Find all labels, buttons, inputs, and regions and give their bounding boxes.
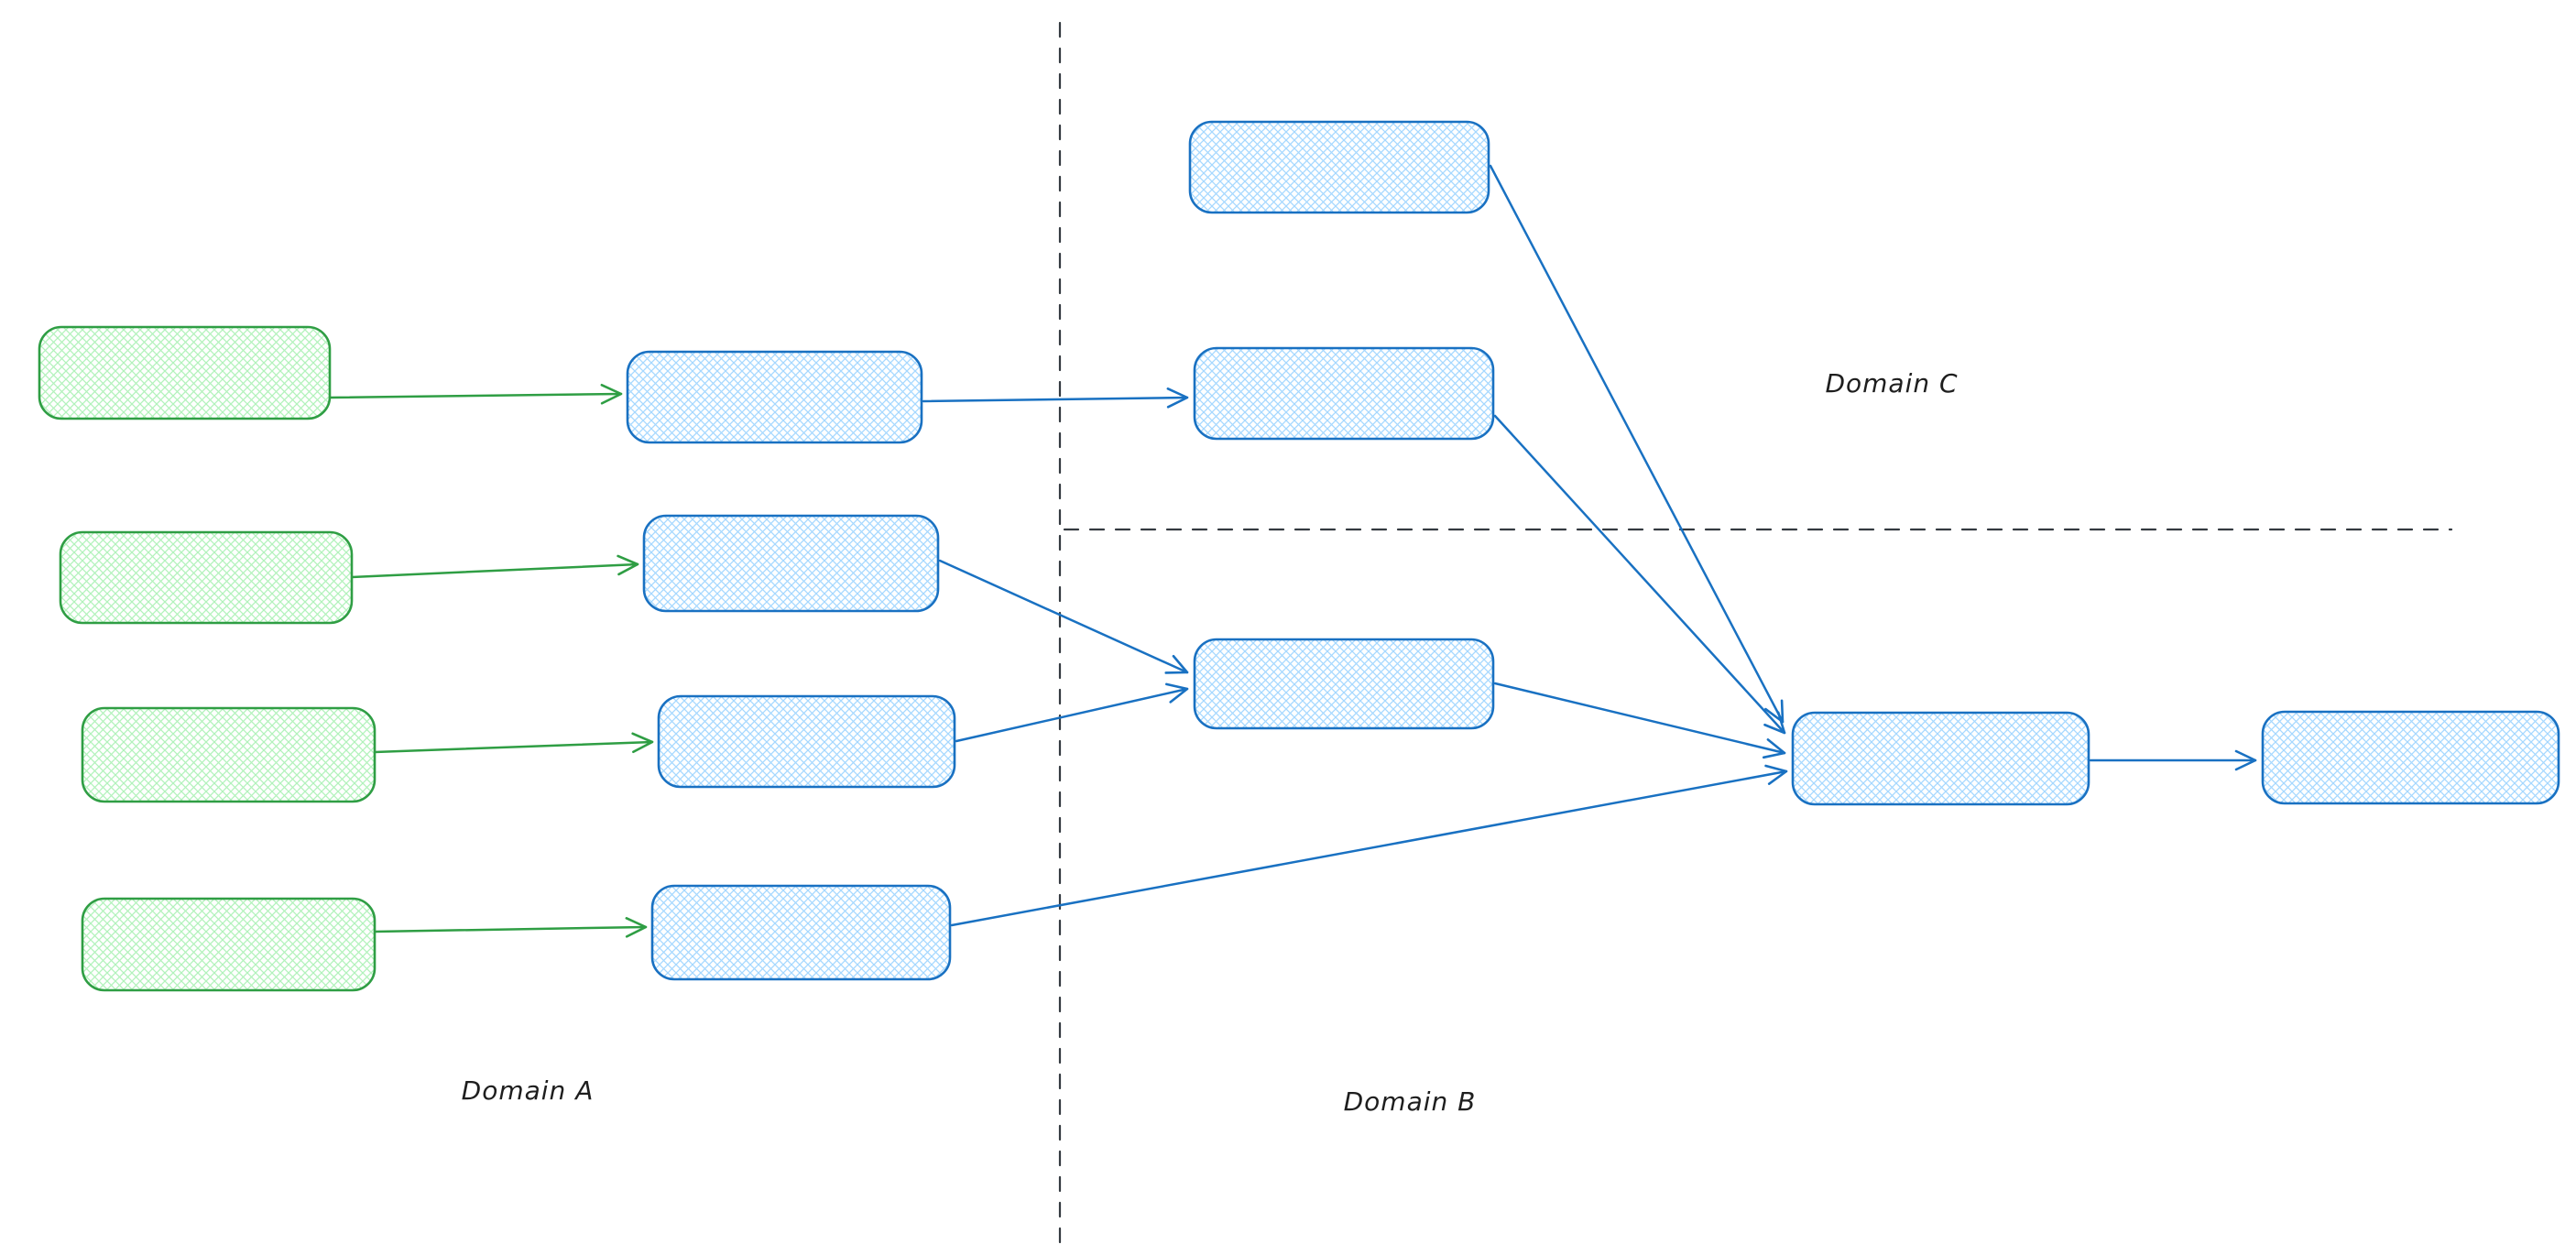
blue-box-c2-node xyxy=(1193,346,1495,441)
arrow-blue-c2-sink xyxy=(1493,414,1786,735)
domain-c-label: Domain C xyxy=(1825,368,1958,398)
arrow-blue-a4-sink xyxy=(950,764,1788,927)
arrow-green-3 xyxy=(373,732,654,754)
blue-box-sink-node xyxy=(1791,711,2090,806)
blue-box-b1-node xyxy=(1193,638,1495,730)
arrow-green-1 xyxy=(328,383,623,405)
green-box-1-node xyxy=(38,325,332,420)
domain-b-label: Domain B xyxy=(1344,1086,1477,1117)
green-box-3-node xyxy=(81,706,377,803)
arrow-green-2 xyxy=(350,554,639,579)
green-box-2-node xyxy=(59,530,354,625)
arrow-blue-c1-sink xyxy=(1489,164,1785,724)
blue-box-output-node xyxy=(2261,710,2560,805)
arrow-blue-a2-b1 xyxy=(938,559,1189,674)
domain-a-label: Domain A xyxy=(462,1075,595,1106)
arrow-blue-a1-c2 xyxy=(922,387,1189,409)
blue-box-a4-node xyxy=(650,884,952,981)
blue-box-a2-node xyxy=(642,514,940,613)
green-box-4-node xyxy=(81,897,377,992)
blue-box-a3-node xyxy=(657,694,956,789)
blue-box-c1-node xyxy=(1188,120,1490,214)
arrow-blue-a3-b1 xyxy=(955,682,1189,743)
arrow-blue-b1-sink xyxy=(1493,682,1786,759)
arrow-green-4 xyxy=(373,917,648,938)
blue-box-a1-node xyxy=(626,350,923,444)
